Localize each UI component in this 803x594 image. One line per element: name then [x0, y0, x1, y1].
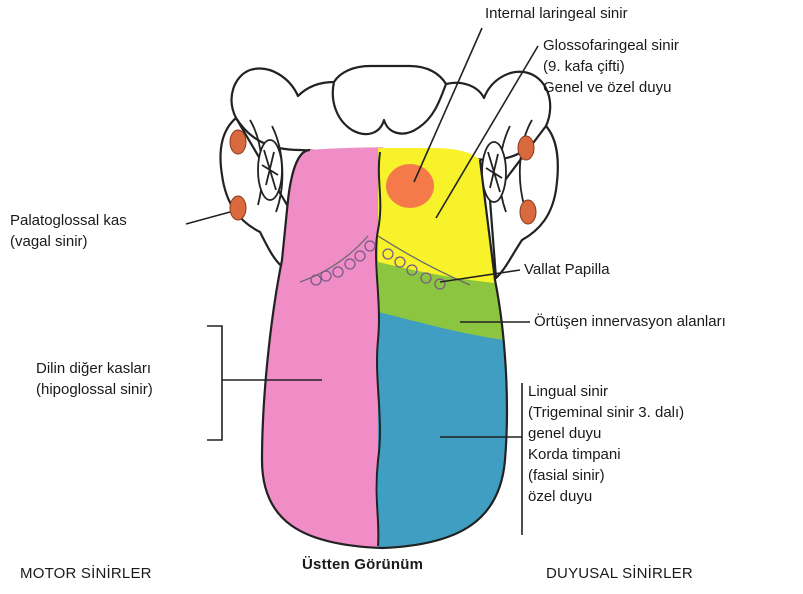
motor-caption: MOTOR SİNİRLER [20, 565, 152, 582]
palatoglossal-line-2: (vagal sinir) [10, 231, 127, 252]
glossopharyngeal-line-1: Glossofaringeal sinir [543, 35, 679, 56]
other-muscles-label: Dilin diğer kasları (hipoglossal sinir) [36, 358, 153, 400]
other-muscles-line-2: (hipoglossal sinir) [36, 379, 153, 400]
internal-laryngeal-label: Internal laringeal sinir [485, 3, 628, 24]
vallate-text: Vallat Papilla [524, 259, 610, 280]
lingual-line-3: genel duyu [528, 423, 684, 444]
palatoglossal-label: Palatoglossal kas (vagal sinir) [10, 210, 127, 252]
lingual-line-2: (Trigeminal sinir 3. dalı) [528, 402, 684, 423]
glossopharyngeal-line-2: (9. kafa çifti) [543, 56, 679, 77]
glossopharyngeal-label: Glossofaringeal sinir (9. kafa çifti) Ge… [543, 35, 679, 98]
lingual-line-5: (fasial sinir) [528, 465, 684, 486]
palatoglossal-line-1: Palatoglossal kas [10, 210, 127, 231]
blue-lingual-region [378, 300, 518, 560]
lingual-line-1: Lingual sinir [528, 381, 684, 402]
view-caption: Üstten Görünüm [302, 556, 423, 573]
glossopharyngeal-line-3: Genel ve özel duyu [543, 77, 679, 98]
orange-laryngeal-region [386, 164, 434, 208]
vallate-label: Vallat Papilla [524, 259, 610, 280]
sensory-caption: DUYUSAL SİNİRLER [546, 565, 693, 582]
lingual-line-4: Korda timpani [528, 444, 684, 465]
lingual-line-6: özel duyu [528, 486, 684, 507]
other-muscles-line-1: Dilin diğer kasları [36, 358, 153, 379]
internal-laryngeal-text: Internal laringeal sinir [485, 3, 628, 24]
overlap-label: Örtüşen innervasyon alanları [534, 311, 726, 332]
overlap-text: Örtüşen innervasyon alanları [534, 311, 726, 332]
lingual-label: Lingual sinir (Trigeminal sinir 3. dalı)… [528, 381, 684, 507]
